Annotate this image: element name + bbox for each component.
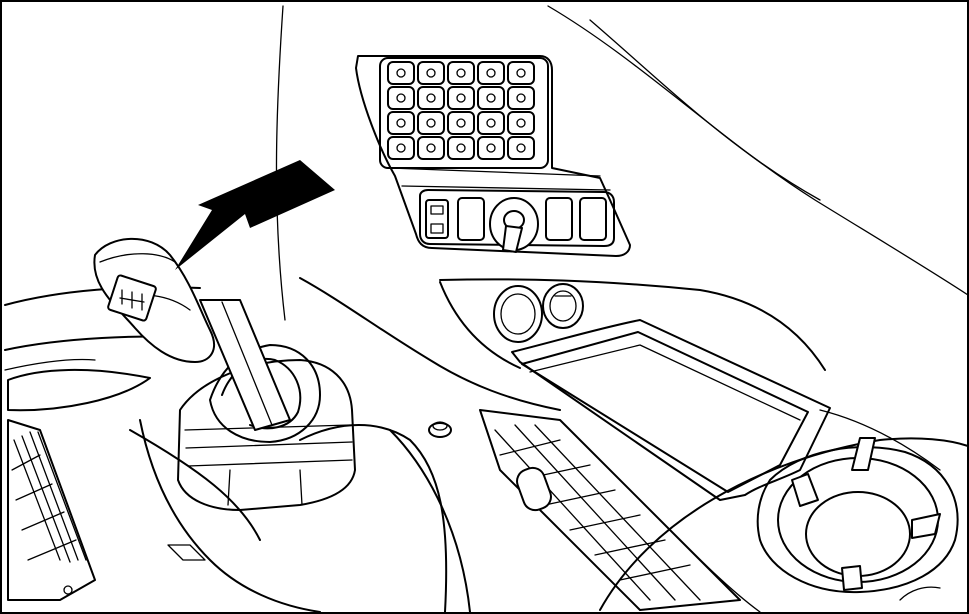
- floor-vent-grille: [479, 409, 741, 611]
- switch-key-r2-c5[interactable]: [507, 86, 535, 110]
- cup-holder: [756, 437, 959, 594]
- switch-symbol-icon: [426, 68, 436, 78]
- switch-panel: [355, 55, 631, 257]
- switch-symbol-icon: [486, 68, 496, 78]
- switch-key-r2-c3[interactable]: [447, 86, 475, 110]
- switch-symbol-icon: [456, 93, 466, 103]
- switch-keys: [387, 61, 535, 160]
- switch-symbol-icon: [396, 118, 406, 128]
- switch-key-r2-c2[interactable]: [417, 86, 445, 110]
- switch-key-r1-c2[interactable]: [417, 61, 445, 85]
- switch-symbol-icon: [426, 143, 436, 153]
- switch-symbol-icon: [516, 93, 526, 103]
- switch-key-r1-c3[interactable]: [447, 61, 475, 85]
- switch-symbol-icon: [426, 93, 436, 103]
- switch-key-r3-c4[interactable]: [477, 111, 505, 135]
- switch-key-r1-c4[interactable]: [477, 61, 505, 85]
- switch-symbol-icon: [456, 143, 466, 153]
- cab-structure: [4, 5, 969, 613]
- switch-key-r3-c3[interactable]: [447, 111, 475, 135]
- switch-key-r3-c1[interactable]: [387, 111, 415, 135]
- switch-key-r2-c1[interactable]: [387, 86, 415, 110]
- switch-key-r3-c5[interactable]: [507, 111, 535, 135]
- switch-symbol-icon: [486, 93, 496, 103]
- switch-key-r4-c4[interactable]: [477, 136, 505, 160]
- rocker-switch-strip: [419, 189, 615, 253]
- arrow-icon: [175, 160, 335, 270]
- switch-key-r4-c5[interactable]: [507, 136, 535, 160]
- storage-tray: [511, 319, 831, 501]
- switch-symbol-icon: [396, 93, 406, 103]
- power-sockets: [493, 283, 584, 343]
- switch-key-r4-c3[interactable]: [447, 136, 475, 160]
- switch-symbol-icon: [516, 143, 526, 153]
- switch-symbol-icon: [486, 118, 496, 128]
- switch-symbol-icon: [516, 118, 526, 128]
- gear-shift-knob: [93, 237, 215, 363]
- switch-symbol-icon: [486, 143, 496, 153]
- switch-symbol-icon: [396, 143, 406, 153]
- switch-symbol-icon: [396, 68, 406, 78]
- console-fastener: [428, 421, 452, 438]
- switch-symbol-icon: [516, 68, 526, 78]
- rocker-switch-4[interactable]: [579, 197, 607, 241]
- rocker-switch-2[interactable]: [457, 197, 485, 241]
- left-vent-grille: [7, 419, 96, 601]
- switch-symbol-icon: [456, 68, 466, 78]
- switch-key-r4-c1[interactable]: [387, 136, 415, 160]
- switch-symbol-icon: [456, 118, 466, 128]
- switch-key-r3-c2[interactable]: [417, 111, 445, 135]
- switch-key-r2-c4[interactable]: [477, 86, 505, 110]
- switch-key-r1-c5[interactable]: [507, 61, 535, 85]
- gear-shift-lever: [93, 237, 356, 511]
- rocker-switch-3[interactable]: [545, 197, 573, 241]
- switch-key-r4-c2[interactable]: [417, 136, 445, 160]
- switch-key-r1-c1[interactable]: [387, 61, 415, 85]
- switch-symbol-icon: [426, 118, 436, 128]
